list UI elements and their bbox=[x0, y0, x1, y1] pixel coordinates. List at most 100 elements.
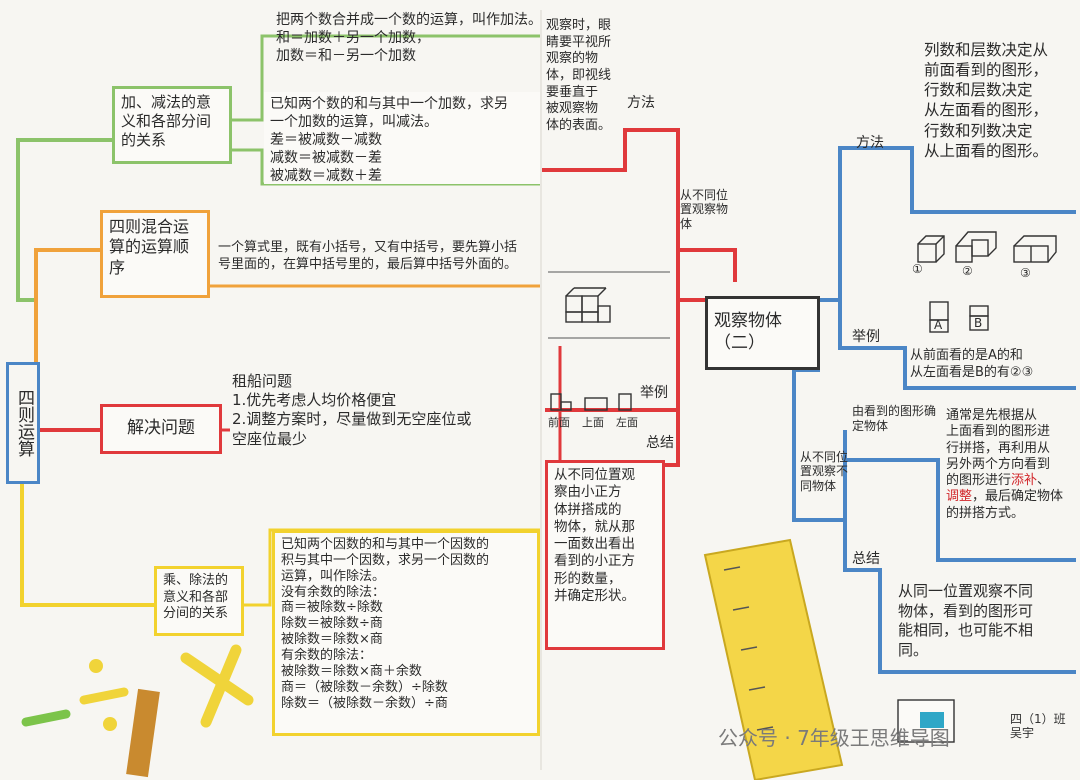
restore-separator: 、 bbox=[1037, 473, 1051, 488]
summary-left-line-6: 看到的小正方 bbox=[554, 553, 635, 570]
div-line-1: 已知两个因数的和与其中一个因数的 bbox=[281, 537, 490, 552]
branch2-label: 从不同位置观察不同物体 bbox=[800, 450, 849, 493]
method-left-line-1: 观察时，眼 bbox=[546, 18, 612, 33]
summary-left-text: 从不同位置观 察由小正方 体拼搭成的 物体，就从那 一面数出看出 看到的小正方 … bbox=[545, 460, 665, 650]
method-left-text: 观察时，眼 睛要平视所 观察的物 体，即视线 要垂直于 被观察物 体的表面。 bbox=[540, 14, 622, 170]
node-mul-div-label: 乘、除法的意义和各部分间的关系 bbox=[163, 573, 229, 622]
summary-left-line-8: 并确定形状。 bbox=[554, 587, 635, 604]
div-line-8: 有余数的除法： bbox=[281, 648, 373, 664]
add-def-line-2: 和＝加数＋另一个加数， bbox=[276, 29, 430, 46]
node-mul-div: 乘、除法的意义和各部分间的关系 bbox=[154, 566, 244, 636]
restore-label: 由看到的图形确定物体 bbox=[852, 404, 937, 433]
method-left-line-5: 要垂直于 bbox=[546, 84, 599, 100]
node-problem-label: 解决问题 bbox=[127, 418, 195, 439]
div-line-9: 被除数＝除数×商＋余数 bbox=[281, 663, 422, 679]
cube-mark-2: ② bbox=[962, 264, 973, 278]
summary-left-line-1: 从不同位置观 bbox=[554, 467, 635, 483]
mixed-line-2: 号里面的，在算中括号里的，最后算中括号外面的。 bbox=[218, 256, 518, 272]
branch-line-method-right bbox=[820, 146, 1076, 302]
node-observe-objects: 观察物体（二） bbox=[705, 296, 820, 370]
problem-line-4: 空座位最少 bbox=[232, 429, 308, 448]
view-figures bbox=[550, 393, 632, 411]
sharpener-sketch bbox=[897, 699, 955, 743]
branch-line-mul-div bbox=[20, 484, 154, 607]
method-left-line-3: 观察的物 bbox=[546, 51, 599, 67]
problem-line-3: 2.调整方案时，尽量做到无空座位或 bbox=[232, 410, 472, 429]
method-right-label: 方法 bbox=[856, 135, 884, 151]
div-line-11: 除数＝（被除数－余数）÷商 bbox=[281, 695, 448, 711]
sub-def-line-1: 已知两个数的和与其中一个加数，求另 bbox=[270, 96, 508, 112]
node-add-sub-label: 加、减法的意义和各部分间的关系 bbox=[121, 93, 212, 150]
method-left-line-4: 体，即视线 bbox=[546, 67, 612, 83]
restore-red-word-2: 调整 bbox=[946, 489, 973, 505]
summary-right-text: 从同一位置观察不同 物体，看到的图形可 能相同，也可能不相 同。 bbox=[892, 578, 1076, 672]
summary-left-line-5: 一面数出看出 bbox=[554, 536, 635, 553]
sub-def-line-4: 减数＝被减数－差 bbox=[270, 149, 382, 166]
method-right-text: 列数和层数决定从 前面看到的图形， 行数和层数决定 从左面看的图形， 行数和列数… bbox=[918, 36, 1078, 208]
mixed-order-text: 一个算式里，既有小括号，又有中括号，要先算小括 号里面的，在算中括号里的，最后算… bbox=[212, 236, 540, 284]
method-left-line-2: 睛要平视所 bbox=[546, 34, 612, 50]
cube-figures-right bbox=[917, 231, 1057, 333]
restore-line-5-text: 的图形进行 bbox=[946, 473, 1012, 488]
div-line-6: 除数＝被除数÷商 bbox=[281, 616, 383, 632]
view-mark-a: A bbox=[934, 318, 943, 332]
method-left-line-6: 被观察物 bbox=[546, 101, 599, 117]
watermark: 公众号 · 7年级王思维导图 bbox=[718, 726, 950, 750]
node-mixed-operations: 四则混合运算的运算顺序 bbox=[100, 210, 210, 298]
restore-text: 通常是先根据从 上面看到的图形进 行拼搭，再利用从 另外两个方向看到 的图形进行… bbox=[940, 404, 1078, 558]
signature-name: 吴宇 bbox=[1010, 726, 1035, 741]
connector-sub-def bbox=[232, 148, 540, 186]
method-right-line-2: 前面看到的图形， bbox=[924, 61, 1049, 80]
summary-left-line-2: 察由小正方 bbox=[554, 484, 622, 501]
view-mark-b: B bbox=[974, 316, 983, 330]
summary-right-label: 总结 bbox=[852, 551, 880, 567]
node-problem-solving: 解决问题 bbox=[100, 404, 222, 454]
cube-mark-3: ③ bbox=[1020, 266, 1031, 280]
branch-line-restore bbox=[845, 458, 1076, 562]
restore-red-word-1: 添补 bbox=[1011, 473, 1038, 488]
view-label-top: 上面 bbox=[582, 416, 604, 429]
method-right-line-1: 列数和层数决定从 bbox=[924, 41, 1049, 59]
restore-line-2: 上面看到的图形进 bbox=[946, 424, 1051, 440]
summary-left-line-4: 物体，就从那 bbox=[554, 518, 635, 535]
add-def-line-1: 把两个数合并成一个数的运算，叫作加法。 bbox=[276, 12, 538, 28]
view-label-front: 前面 bbox=[548, 416, 570, 429]
branch-line-summary-right bbox=[843, 430, 1076, 674]
branch-line-branch2 bbox=[792, 368, 845, 522]
branch-line-method-left bbox=[542, 128, 705, 302]
example-right-line-2: 从左面看是B的有②③ bbox=[910, 364, 1034, 380]
method-right-line-5: 行数和列数决定 bbox=[924, 121, 1033, 140]
restore-line-5: 的图形进行添补、 bbox=[946, 473, 1072, 489]
sub-def-line-2: 一个加数的运算，叫减法。 bbox=[270, 113, 438, 130]
restore-line-3: 行拼搭，再利用从 bbox=[946, 440, 1051, 456]
restore-tail: 调整，最后确定物体的拼搭方式。 bbox=[946, 489, 1063, 520]
mul-div-box: 已知两个因数的和与其中一个因数的 积与其中一个因数，求另一个因数的 运算，叫作除… bbox=[272, 530, 540, 736]
div-line-2: 积与其中一个因数，求另一个因数的 bbox=[281, 552, 490, 568]
sub-def-line-5: 被减数＝减数＋差 bbox=[270, 167, 382, 184]
branch1-label: 从不同位置观察物体 bbox=[680, 188, 729, 231]
restore-line-4: 另外两个方向看到 bbox=[946, 456, 1051, 472]
div-line-7: 被除数＝除数×商 bbox=[281, 632, 383, 648]
div-line-4: 没有余数的除法： bbox=[281, 584, 386, 600]
view-label-left: 左面 bbox=[616, 416, 638, 429]
sub-def-line-3: 差＝被减数－减数 bbox=[270, 131, 382, 148]
branch-line-root-left bbox=[678, 248, 737, 282]
connector-add-def bbox=[232, 34, 540, 122]
problem-text: 租船问题 1.优先考虑人均价格便宜 2.调整方案时，尽量做到无空座位或 空座位最… bbox=[226, 368, 540, 468]
math-symbols-decoration bbox=[21, 644, 254, 778]
branch-line-mixed bbox=[34, 248, 100, 362]
node-observe-label: 观察物体（二） bbox=[714, 311, 782, 353]
example-right-line-1: 从前面看的是A的和 bbox=[910, 348, 1023, 363]
div-line-3: 运算，叫作除法。 bbox=[281, 568, 386, 584]
ruler-decoration bbox=[703, 538, 844, 780]
method-left-line-7: 体的表面。 bbox=[546, 117, 612, 133]
summary-right-line-1: 从同一位置观察不同 bbox=[898, 582, 1034, 600]
root-node-four-operations: 四则运算 bbox=[6, 362, 40, 484]
restore-line-1: 通常是先根据从 bbox=[946, 408, 1038, 423]
summary-left-line-3: 体拼搭成的 bbox=[554, 501, 622, 518]
add-def-line-3: 加数＝和－另一个加数 bbox=[276, 47, 416, 64]
method-right-line-4: 从左面看的图形， bbox=[924, 101, 1049, 120]
add-definition-text: 把两个数合并成一个数的运算，叫作加法。 和＝加数＋另一个加数， 加数＝和－另一个… bbox=[270, 8, 538, 86]
restore-tail-text: ，最后确定物体的拼搭方式。 bbox=[946, 489, 1064, 521]
summary-left-line-7: 形的数量， bbox=[554, 570, 622, 587]
